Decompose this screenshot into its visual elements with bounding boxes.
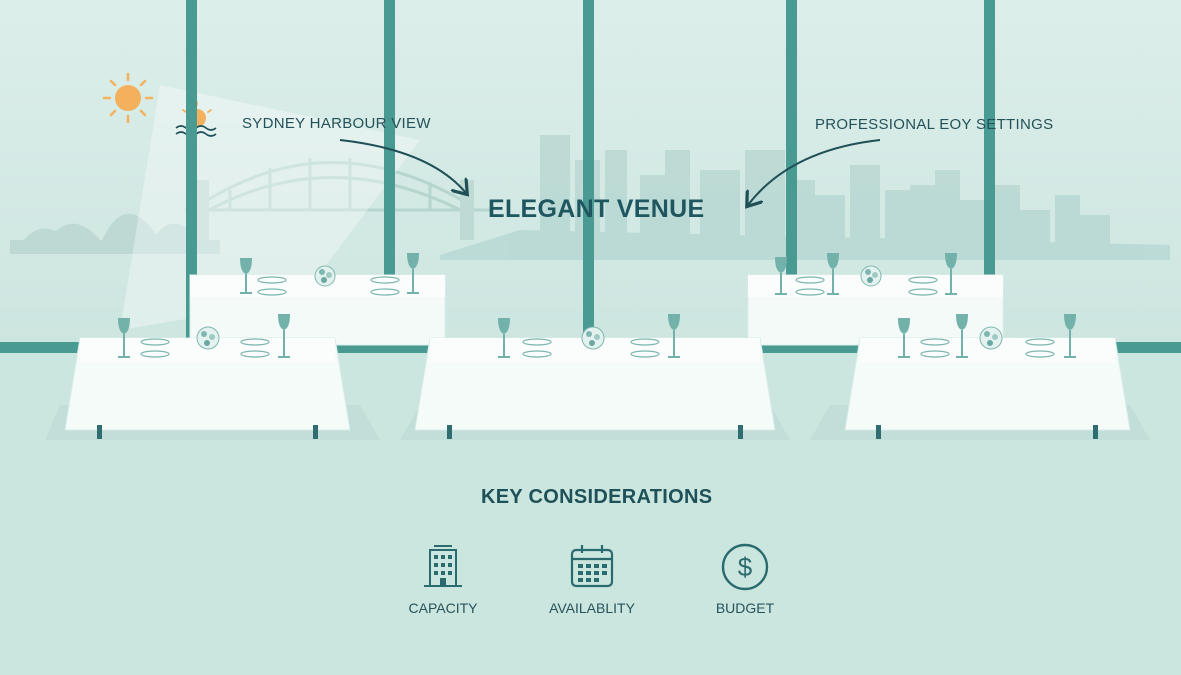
callout-professional-settings: PROFESSIONAL EOY SETTINGS [815, 116, 1054, 133]
consideration-label: BUDGET [715, 600, 775, 616]
wine-glass-icon [118, 314, 290, 358]
callout-arrow-right [748, 139, 881, 205]
consideration-availability: AVAILABLITY [532, 542, 652, 616]
callout-sydney-harbour: SYDNEY HARBOUR VIEW [242, 115, 431, 132]
flower-centerpiece-icon [196, 326, 220, 350]
table-front-center [400, 314, 790, 440]
consideration-label: AVAILABLITY [549, 600, 635, 616]
consideration-label: CAPACITY [408, 600, 478, 616]
sun-icon [102, 72, 154, 124]
opera-house [10, 213, 220, 254]
wine-glass-icon [240, 253, 419, 294]
table-front-right [810, 314, 1150, 440]
consideration-budget: $ BUDGET [685, 542, 805, 616]
wine-glass-icon [898, 314, 1076, 358]
wine-glass-icon [498, 314, 680, 358]
table-back-right [747, 253, 1004, 346]
svg-text:$: $ [738, 552, 753, 582]
callout-arrow-left [339, 139, 466, 193]
flower-centerpiece-icon [581, 326, 605, 350]
flower-centerpiece-icon [314, 265, 336, 287]
table-front-left [45, 314, 380, 440]
page-title: ELEGANT VENUE [488, 195, 705, 223]
table-back-left [189, 253, 446, 346]
flower-centerpiece-icon [979, 326, 1003, 350]
building-icon [424, 545, 462, 587]
considerations-title: KEY CONSIDERATIONS [481, 486, 713, 508]
calendar-icon [570, 545, 614, 588]
wine-glass-icon [775, 253, 957, 295]
consideration-capacity: CAPACITY [383, 542, 503, 616]
dollar-icon: $ [721, 543, 769, 591]
flower-centerpiece-icon [860, 265, 882, 287]
